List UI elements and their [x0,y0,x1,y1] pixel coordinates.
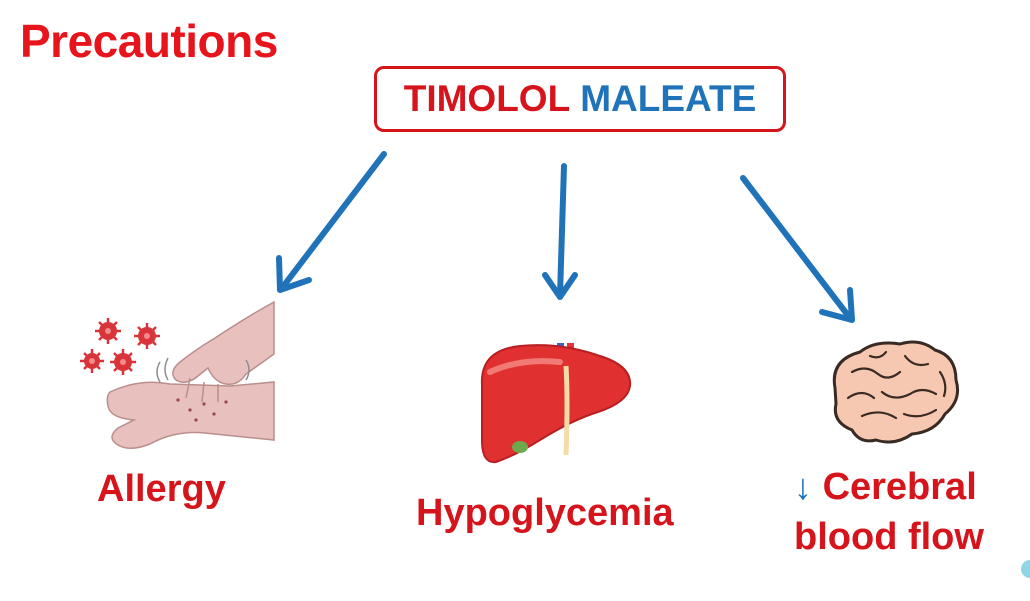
drug-name-word-1: TIMOLOL [403,78,571,119]
liver-icon [480,343,632,464]
down-arrow-icon: ↓ [794,466,812,507]
effect-label-cerebral-blood-flow: ↓ Cerebral blood flow [794,462,984,562]
cerebral-line-1: Cerebral [822,466,977,508]
scratching-arm-icon [106,300,275,449]
effect-label-hypoglycemia: Hypoglycemia [416,492,674,534]
arrow-to-hypoglycemia [542,163,578,300]
cerebral-line-2: blood flow [794,516,984,558]
corner-badge-icon [1021,560,1030,578]
arrow-to-cerebral [740,175,855,323]
effect-label-allergy: Allergy [97,468,226,510]
drug-name-box: TIMOLOL MALEATE [374,66,786,132]
drug-name-word-2: MALEATE [580,78,757,119]
brain-icon [832,340,960,444]
arrow-to-allergy [276,151,387,293]
virus-icon [80,318,160,375]
page-title: Precautions [20,15,278,67]
